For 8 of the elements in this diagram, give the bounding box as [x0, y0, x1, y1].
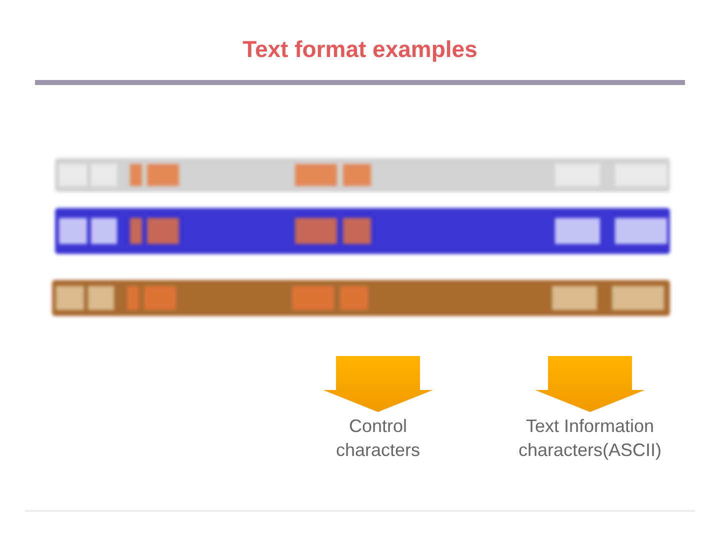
- data-bar: [55, 208, 670, 254]
- caption-text: Text Information characters(ASCII): [478, 412, 702, 466]
- data-bar: [52, 280, 670, 316]
- block-arrow: [535, 356, 645, 412]
- data-bar: [55, 158, 670, 192]
- caption-text: Control characters: [318, 412, 438, 466]
- slide-title: Text format examples: [242, 36, 478, 63]
- block-arrow: [323, 356, 433, 412]
